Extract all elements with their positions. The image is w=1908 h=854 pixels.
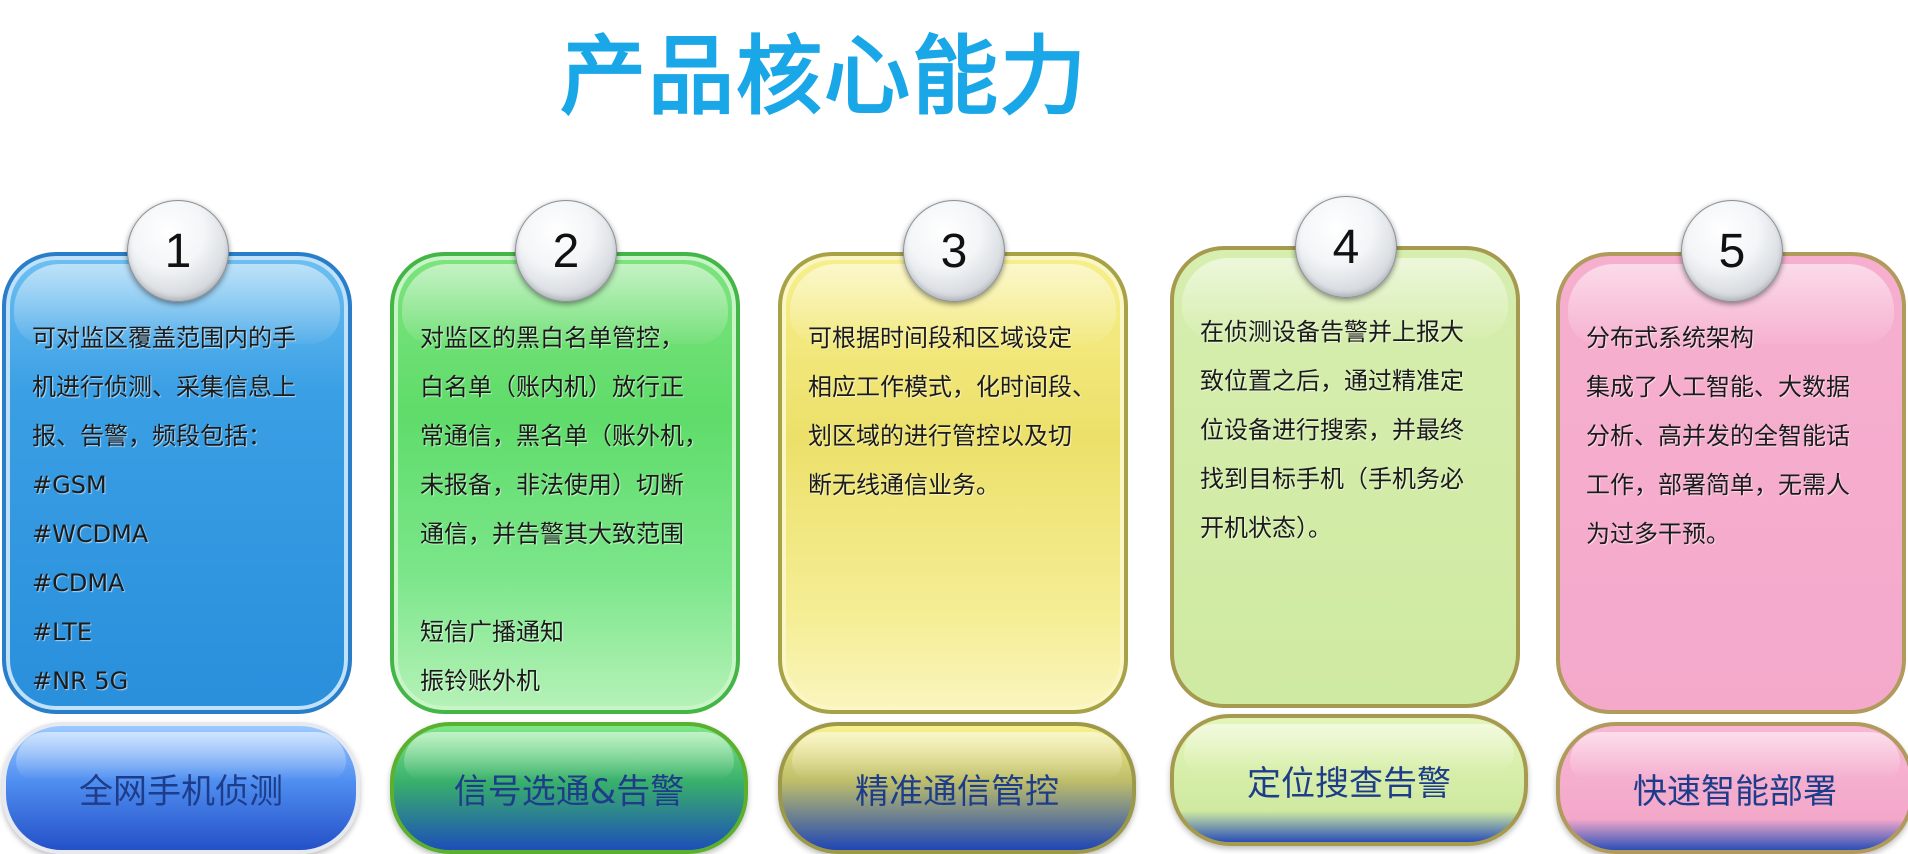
description-line: 机进行侦测、采集信息上: [32, 373, 296, 401]
number-badge: 5: [1681, 200, 1783, 302]
description-line: #WCDMA: [32, 520, 149, 548]
description-line: #NR 5G: [32, 667, 129, 695]
description-line: 为过多干预。: [1586, 520, 1730, 548]
card-description: 对监区的黑白名单管控， 白名单（账内机）放行正 常通信，黑名单（账外机， 未报备…: [420, 314, 724, 706]
description-line: 振铃账外机: [420, 667, 540, 695]
number-badge: 4: [1295, 196, 1397, 298]
description-line: 分析、高并发的全智能话: [1586, 422, 1850, 450]
footer-text: 全网手机侦测: [79, 771, 283, 812]
description-line: #GSM: [32, 471, 107, 499]
description-line: #CDMA: [32, 569, 125, 597]
card-footer-label: 定位搜查告警: [1170, 714, 1528, 846]
footer-text: 定位搜查告警: [1247, 763, 1451, 804]
description-line: #LTE: [32, 618, 92, 646]
card-description: 在侦测设备告警并上报大 致位置之后，通过精准定 位设备进行搜索，并最终 找到目标…: [1200, 308, 1504, 553]
description-line: 位设备进行搜索，并最终: [1200, 416, 1464, 444]
card-footer-label: 精准通信管控: [778, 722, 1136, 854]
description-line: 在侦测设备告警并上报大: [1200, 318, 1464, 346]
footer-text: 快速智能部署: [1633, 771, 1837, 812]
description-line: 集成了人工智能、大数据: [1586, 373, 1850, 401]
card-footer-label: 全网手机侦测: [2, 722, 360, 854]
description-line: 开机状态）。: [1200, 514, 1332, 542]
description-line: 未报备，非法使用）切断: [420, 471, 684, 499]
description-line: 可对监区覆盖范围内的手: [32, 324, 296, 352]
card-description: 分布式系统架构 集成了人工智能、大数据 分析、高并发的全智能话 工作，部署简单，…: [1586, 314, 1890, 559]
description-line: 相应工作模式，化时间段、: [808, 373, 1096, 401]
description-line: 分布式系统架构: [1586, 324, 1754, 352]
description-line: 白名单（账内机）放行正: [420, 373, 684, 401]
card-panel: 可根据时间段和区域设定 相应工作模式，化时间段、 划区域的进行管控以及切 断无线…: [778, 252, 1128, 714]
description-line: 工作，部署简单，无需人: [1586, 471, 1850, 499]
card-footer-label: 快速智能部署: [1556, 722, 1908, 854]
card-footer-label: 信号选通&告警: [390, 722, 748, 854]
number-badge: 1: [127, 200, 229, 302]
description-line: 短信广播通知: [420, 618, 564, 646]
number-badge: 3: [903, 200, 1005, 302]
number-badge: 2: [515, 200, 617, 302]
description-line: 可根据时间段和区域设定: [808, 324, 1072, 352]
description-line: 通信，并告警其大致范围: [420, 520, 684, 548]
description-line: 找到目标手机（手机务必: [1200, 465, 1464, 493]
card-description: 可对监区覆盖范围内的手 机进行侦测、采集信息上 报、告警，频段包括： #GSM …: [32, 314, 336, 706]
description-line: 断无线通信业务。: [808, 471, 1000, 499]
description-line: 致位置之后，通过精准定: [1200, 367, 1464, 395]
description-line: 对监区的黑白名单管控，: [420, 324, 684, 352]
description-line: 报、告警，频段包括：: [32, 422, 272, 450]
card-panel: 在侦测设备告警并上报大 致位置之后，通过精准定 位设备进行搜索，并最终 找到目标…: [1170, 246, 1520, 708]
footer-text: 信号选通&告警: [453, 771, 685, 812]
footer-text: 精准通信管控: [855, 771, 1059, 812]
card-description: 可根据时间段和区域设定 相应工作模式，化时间段、 划区域的进行管控以及切 断无线…: [808, 314, 1112, 510]
card-panel: 可对监区覆盖范围内的手 机进行侦测、采集信息上 报、告警，频段包括： #GSM …: [2, 252, 352, 714]
description-line: 常通信，黑名单（账外机，: [420, 422, 708, 450]
card-panel: 分布式系统架构 集成了人工智能、大数据 分析、高并发的全智能话 工作，部署简单，…: [1556, 252, 1906, 714]
description-line: 划区域的进行管控以及切: [808, 422, 1072, 450]
spacer: [420, 559, 724, 608]
page-title: 产品核心能力: [560, 27, 1088, 127]
card-panel: 对监区的黑白名单管控， 白名单（账内机）放行正 常通信，黑名单（账外机， 未报备…: [390, 252, 740, 714]
